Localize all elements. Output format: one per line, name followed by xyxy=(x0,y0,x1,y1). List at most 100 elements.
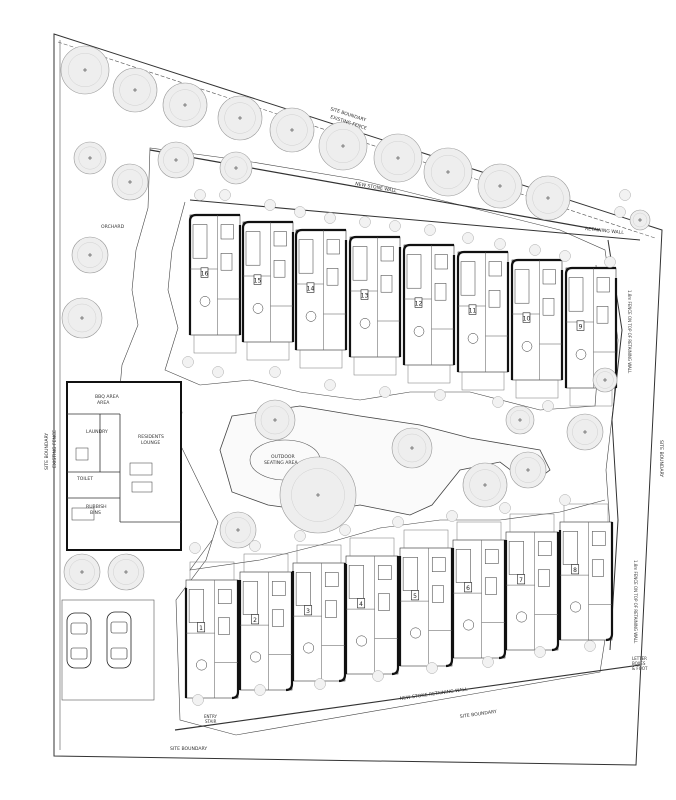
tree xyxy=(477,163,523,209)
unit: 8 xyxy=(558,503,614,642)
car-left xyxy=(66,612,92,669)
unit-number: 1 xyxy=(199,625,203,632)
lounge-label: LOUNGE xyxy=(141,440,160,446)
unit-number: 4 xyxy=(359,601,363,608)
tree xyxy=(391,427,433,469)
small-tree xyxy=(492,396,504,408)
unit: 14 xyxy=(294,228,348,369)
entry-stair-label-1: ENTRY xyxy=(204,714,217,719)
site-boundary-bottom-label: SITE BOUNDARY xyxy=(459,709,497,720)
unit-porch xyxy=(353,356,397,376)
unit: 10 xyxy=(510,258,564,399)
tree xyxy=(71,236,109,274)
site-boundary-right-label: SITE BOUNDARY xyxy=(658,440,664,477)
unit-porch xyxy=(193,334,237,354)
unit-number: 7 xyxy=(519,577,523,584)
small-tree xyxy=(462,232,474,244)
unit-number: 10 xyxy=(523,316,531,323)
right-retaining-wall xyxy=(607,239,623,651)
rubbish-label: RUBBISH xyxy=(86,504,107,510)
bottom-stone-wall xyxy=(174,664,641,731)
letterbox-label-1: LETTER xyxy=(632,656,647,661)
unit: 1 xyxy=(184,561,240,700)
small-tree xyxy=(614,206,626,218)
unit-number: 16 xyxy=(201,271,209,278)
tree xyxy=(462,462,508,508)
tree xyxy=(423,147,473,197)
small-tree xyxy=(392,516,404,528)
unit-number-box xyxy=(304,605,313,616)
small-tree xyxy=(294,530,306,542)
unit-number: 12 xyxy=(415,301,423,308)
unit-number-box xyxy=(414,297,423,308)
existing-fence-left-label: EXISTING FENCE xyxy=(52,430,58,468)
unit-number-box xyxy=(251,614,260,625)
unit: 7 xyxy=(504,513,560,652)
small-tree xyxy=(389,220,401,232)
tree xyxy=(373,133,423,183)
tree xyxy=(629,209,651,231)
unit-number-box xyxy=(306,282,315,293)
seating-area-label: SEATING AREA xyxy=(264,460,298,466)
small-tree xyxy=(249,540,261,552)
unit-porch xyxy=(569,387,613,407)
small-tree xyxy=(559,250,571,262)
unit-number: 11 xyxy=(469,308,477,315)
tree xyxy=(254,399,296,441)
unit-porch xyxy=(509,513,555,533)
small-tree xyxy=(482,656,494,668)
small-tree xyxy=(424,224,436,236)
tree xyxy=(73,141,107,175)
toilet-label: TOILET xyxy=(76,476,93,482)
small-tree xyxy=(254,684,266,696)
unit-number-box xyxy=(576,320,585,331)
unit-number: 2 xyxy=(253,617,257,624)
right-fence-label-1: 1.8m FENCE ON TOP OF RETAINING WALL xyxy=(627,290,632,374)
tree xyxy=(107,553,145,591)
small-tree xyxy=(529,244,541,256)
tree xyxy=(219,151,253,185)
small-tree xyxy=(359,216,371,228)
retaining-wall-top-label: RETAINING WALL xyxy=(585,226,625,236)
unit: 5 xyxy=(398,529,454,668)
unit: 6 xyxy=(451,521,507,660)
unit: 12 xyxy=(402,243,456,384)
tree xyxy=(112,67,158,113)
unit-number-box xyxy=(360,289,369,300)
tree xyxy=(219,511,257,549)
tree xyxy=(60,45,110,95)
unit-porch xyxy=(563,503,609,523)
unit-number-box xyxy=(464,582,473,593)
tree xyxy=(525,175,571,221)
unit-number: 5 xyxy=(413,593,417,600)
unit-porch xyxy=(189,561,235,581)
unit-number: 8 xyxy=(573,567,577,574)
entry-stair-label-2: STAIR xyxy=(205,719,217,724)
site-boundary-left-label: SITE BOUNDARY xyxy=(44,433,50,470)
unit-porch xyxy=(407,364,451,384)
unit-number: 14 xyxy=(307,286,315,293)
small-tree xyxy=(314,678,326,690)
small-tree xyxy=(446,510,458,522)
community-building xyxy=(66,381,182,551)
unit-number-box xyxy=(571,564,580,575)
small-tree xyxy=(559,494,571,506)
unit-number-box xyxy=(468,304,477,315)
bins-label: BINS xyxy=(90,510,101,516)
small-tree xyxy=(324,379,336,391)
unit-number-box xyxy=(411,590,420,601)
unit: 4 xyxy=(344,537,400,676)
unit: 2 xyxy=(238,553,294,692)
tree xyxy=(318,121,368,171)
small-tree xyxy=(194,189,206,201)
unit: 13 xyxy=(348,235,402,376)
bbq-area-label: BBQ AREA xyxy=(95,394,120,400)
residents-label: RESIDENTS xyxy=(138,434,164,440)
small-tree xyxy=(192,694,204,706)
small-tree xyxy=(294,206,306,218)
unit-number-box xyxy=(253,274,262,285)
small-tree xyxy=(584,640,596,652)
